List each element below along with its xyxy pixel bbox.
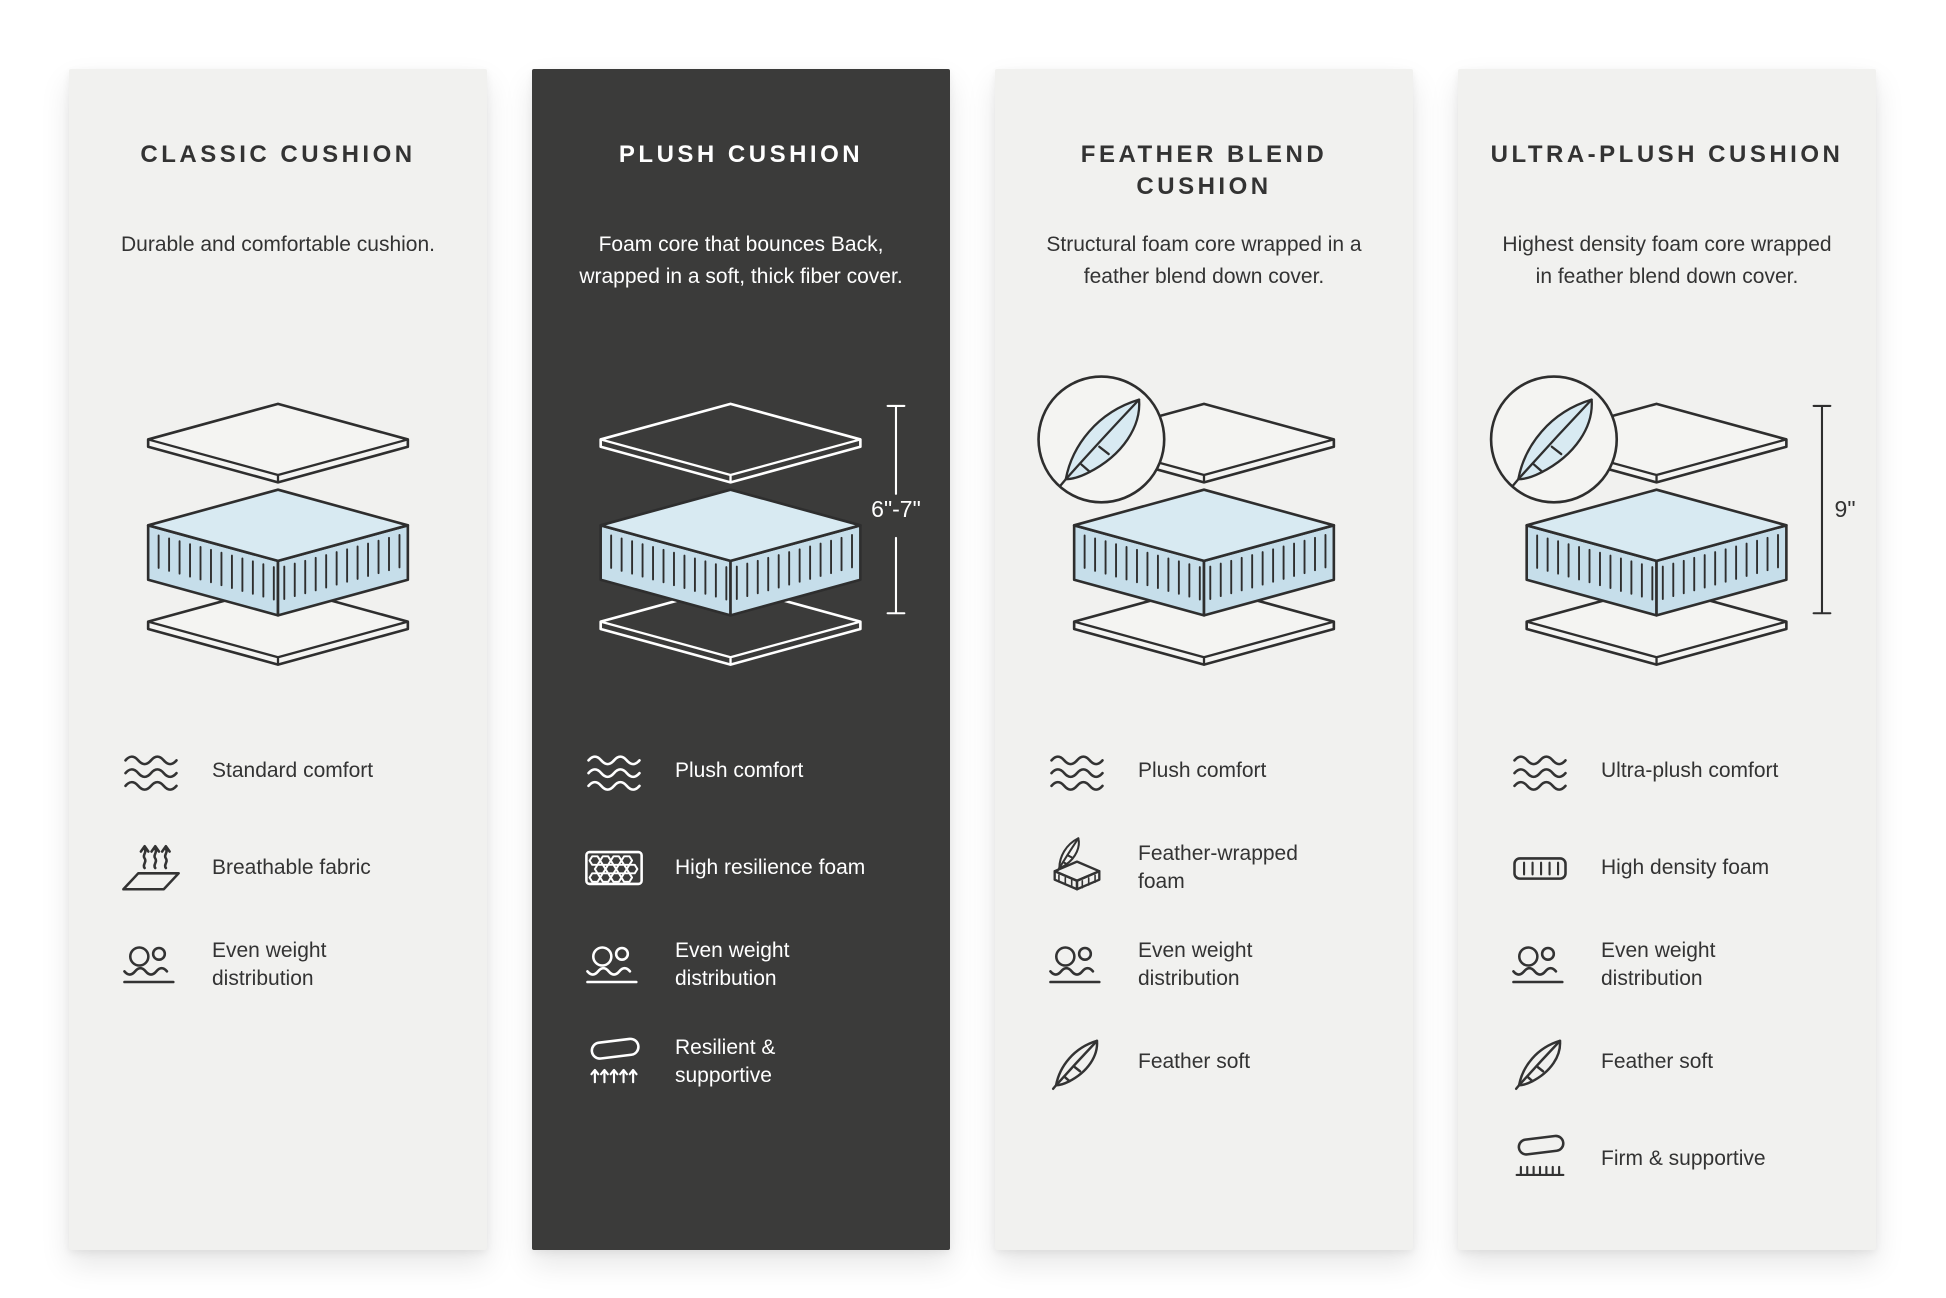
panel-plush-cushion: PLUSH CUSHION Foam core that bounces Bac… [532,69,950,1250]
feature-list: Standard comfort Breathable fabric Even … [117,737,459,999]
feature-list: Plush comfort High resilience foam Even … [580,737,922,1096]
breathable-fabric-icon [122,844,180,891]
panel-title: FEATHER BLEND CUSHION [1080,141,1328,201]
cushion-stack [148,403,408,665]
feature-label: Even weight distribution [212,939,327,990]
panel-title: ULTRA-PLUSH CUSHION [1490,141,1844,168]
feature-item: Even weight distribution [1043,931,1385,999]
panel-title: PLUSH CUSHION [618,141,864,168]
feature-item: Plush comfort [580,737,922,805]
panel-description: Durable and comfortable cushion. [120,233,435,256]
firm-supportive-icon [1515,1133,1566,1177]
layer-stack-illustration: 6"-7" [600,403,921,665]
feature-label: Ultra-plush comfort [1601,759,1779,783]
feather-badge-icon [1039,376,1165,502]
thickness-dimension: 6"-7" [871,404,921,614]
feature-item: Plush comfort [1043,737,1385,805]
layer-stack-illustration [1005,341,1334,665]
feature-label: Resilient & supportive [675,1036,776,1087]
waves-icon [587,755,641,791]
feature-list: Plush comfort Feather-wrapped foam Even … [1043,737,1385,1096]
panel-classic-cushion: CLASSIC CUSHION Durable and comfortable … [69,69,487,1250]
feature-list: Ultra-plush comfort High density foam Ev… [1506,737,1848,1193]
weight-distribution-icon [123,946,175,984]
feature-item: Even weight distribution [117,931,459,999]
cushion-layers-diagram: 9" [1458,333,1876,681]
cushion-layers-diagram [69,333,487,681]
weight-distribution-icon [1049,946,1101,984]
feature-label: Feather-wrapped foam [1138,842,1298,893]
feature-item: Standard comfort [117,737,459,805]
cushion-stack [600,403,861,665]
honeycomb-foam-icon [585,850,643,886]
weight-distribution-icon [586,946,638,984]
panel-description: Structural foam core wrapped in a feathe… [1046,233,1362,288]
feather-badge-icon [1491,376,1617,502]
panel-ultra-plush-cushion: ULTRA-PLUSH CUSHION Highest density foam… [1458,69,1876,1250]
feature-label: Feather soft [1601,1050,1714,1074]
feature-label: High resilience foam [675,856,866,880]
weight-distribution-icon [1512,946,1564,984]
feature-item: High density foam [1506,834,1848,902]
waves-icon [124,755,178,791]
feather-icon [1506,1028,1574,1096]
feature-label: Feather soft [1138,1050,1251,1074]
feature-label: Standard comfort [212,759,374,783]
dimension-label: 9" [1835,495,1856,521]
feature-item: High resilience foam [580,834,922,902]
panel-feather-blend-cushion: FEATHER BLEND CUSHION Structural foam co… [995,69,1413,1250]
dimension-label: 6"-7" [871,495,921,521]
feature-item: Breathable fabric [117,834,459,902]
feature-label: Even weight distribution [1138,939,1253,990]
cushion-layers-diagram [995,333,1413,681]
feature-item: Feather soft [1043,1028,1385,1096]
feature-item: Feather-wrapped foam [1043,834,1385,902]
feature-label: Plush comfort [1138,759,1267,783]
resilient-icon [589,1036,641,1084]
feature-label: High density foam [1601,856,1770,880]
feature-item: Firm & supportive [1506,1125,1848,1193]
feature-item: Even weight distribution [580,931,922,999]
feature-label: Even weight distribution [675,939,790,990]
feather-wrapped-foam-icon [1043,834,1111,902]
feature-label: Firm & supportive [1601,1147,1766,1171]
panel-description: Highest density foam core wrapped in fea… [1502,233,1832,288]
feature-item: Ultra-plush comfort [1506,737,1848,805]
panel-title: CLASSIC CUSHION [140,141,416,168]
waves-icon [1050,755,1104,791]
feather-icon [1043,1028,1111,1096]
feature-item: Even weight distribution [1506,931,1848,999]
layer-stack-illustration: 9" [1468,341,1856,665]
thickness-dimension: 9" [1812,404,1856,614]
feature-label: Even weight distribution [1601,939,1716,990]
feature-label: Plush comfort [675,759,804,783]
waves-icon [1513,755,1567,791]
feature-item: Feather soft [1506,1028,1848,1096]
high-density-foam-icon [1513,857,1567,880]
layer-stack-illustration [148,403,408,665]
feature-label: Breathable fabric [212,856,371,880]
cushion-layers-diagram: 6"-7" [532,333,950,681]
panel-description: Foam core that bounces Back, wrapped in … [579,233,903,288]
feature-item: Resilient & supportive [580,1028,922,1096]
